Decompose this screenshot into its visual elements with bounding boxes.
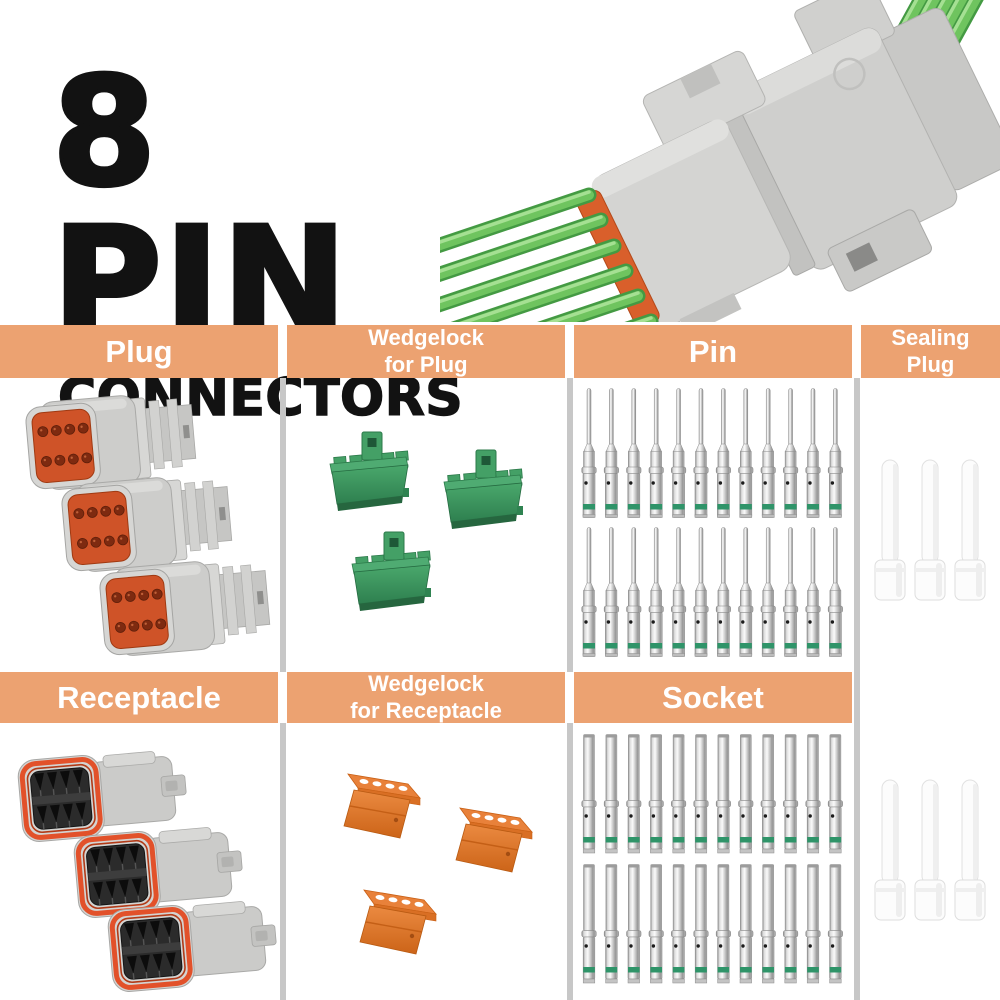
section-header-plug: Plug [0, 325, 278, 378]
section-header-socket: Socket [574, 672, 852, 723]
section-header-wedgelock-plug: Wedgelock for Plug [287, 325, 565, 378]
pin-item [581, 388, 597, 518]
section-header-sealing-plug: Sealing Plug [861, 325, 1000, 378]
socket-item [715, 864, 732, 984]
column-divider [280, 378, 286, 672]
pin-item [827, 527, 844, 657]
section-header-pin: Pin [574, 325, 852, 378]
wedgelock-plug-item [351, 531, 432, 612]
wedgelock-plug-photos [329, 431, 524, 612]
pin-item [626, 527, 642, 657]
wedgelock-receptacle-item [359, 889, 437, 955]
socket-item [670, 734, 687, 854]
receptacle-item [107, 897, 278, 993]
sealing-plug-item [954, 459, 986, 601]
sealing-plug-photos [874, 779, 986, 921]
socket-item [738, 734, 754, 854]
socket-item [626, 734, 642, 854]
pin-item [670, 388, 687, 518]
pin-item [782, 388, 799, 518]
socket-item [693, 864, 709, 984]
socket-item [827, 734, 844, 854]
pin-item [626, 388, 642, 518]
socket-item [760, 734, 776, 854]
socket-item [827, 864, 844, 984]
hero-connector-photo [440, 0, 1000, 322]
pin-item [603, 388, 620, 518]
pin-item [670, 527, 687, 657]
plug-item [97, 555, 272, 659]
socket-item [738, 864, 754, 984]
sealing-plug-item [874, 459, 906, 601]
socket-item [782, 734, 799, 854]
green-wires-left [440, 187, 659, 322]
socket-photos [581, 734, 844, 984]
wedgelock-plug-item [329, 431, 410, 512]
receptacle-item [17, 747, 190, 843]
pin-item [738, 388, 754, 518]
pin-item [648, 388, 664, 518]
pin-item [603, 527, 620, 657]
plug-item [23, 389, 198, 493]
socket-item [670, 864, 687, 984]
receptacle-photos [4, 726, 278, 1000]
column-divider [567, 378, 573, 672]
socket-item [581, 734, 597, 854]
column-divider [567, 723, 573, 1000]
wedgelock-receptacle-item [455, 807, 533, 873]
connector-body [576, 0, 1000, 322]
pin-item [715, 388, 732, 518]
section-header-receptacle: Receptacle [0, 672, 278, 723]
wedgelock-plug-item [443, 449, 524, 530]
pin-item [827, 388, 844, 518]
plug-photos [23, 389, 272, 659]
socket-item [782, 864, 799, 984]
pin-item [738, 527, 754, 657]
title-line-1: 8 PIN [50, 46, 350, 370]
sealing-plug-item [914, 459, 946, 601]
socket-item [603, 734, 620, 854]
socket-item [805, 864, 821, 984]
socket-item [805, 734, 821, 854]
socket-item [626, 864, 642, 984]
section-header-wedgelock-receptacle: Wedgelock for Receptacle [287, 671, 565, 723]
socket-item [648, 734, 664, 854]
pin-item [760, 527, 776, 657]
pin-item [693, 527, 709, 657]
column-divider [280, 723, 286, 1000]
socket-item [581, 864, 597, 984]
socket-item [693, 734, 709, 854]
socket-item [603, 864, 620, 984]
sealing-plug-item [874, 779, 906, 921]
socket-item [715, 734, 732, 854]
pin-item [648, 527, 664, 657]
pin-item [693, 388, 709, 518]
sealing-plug-photos [874, 459, 986, 601]
column-divider [854, 378, 860, 1000]
pin-item [782, 527, 799, 657]
plug-item [59, 471, 234, 575]
sealing-plug-item [954, 779, 986, 921]
wedgelock-receptacle-photos [343, 773, 533, 955]
sealing-plug-item [914, 779, 946, 921]
socket-item [648, 864, 664, 984]
wedgelock-receptacle-item [343, 773, 421, 839]
pin-item [805, 388, 821, 518]
pin-item [715, 527, 732, 657]
pin-item [805, 527, 821, 657]
pin-item [581, 527, 597, 657]
pin-item [760, 388, 776, 518]
socket-item [760, 864, 776, 984]
pin-photos [581, 388, 844, 657]
